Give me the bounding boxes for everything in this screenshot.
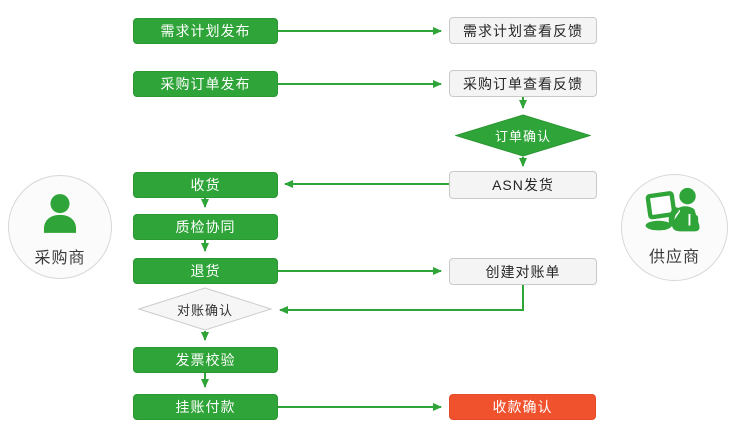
flow-node-asn-ship: ASN发货 bbox=[449, 171, 597, 199]
flow-node-po-publish: 采购订单发布 bbox=[133, 71, 278, 97]
flow-node-po-feedback: 采购订单查看反馈 bbox=[449, 70, 597, 97]
flow-node-demand-plan-publish: 需求计划发布 bbox=[133, 18, 278, 44]
flow-node-receive: 收货 bbox=[133, 172, 278, 198]
flow-node-invoice-check: 发票校验 bbox=[133, 347, 278, 373]
edge-statement-to-confirm bbox=[279, 285, 524, 314]
flow-node-receipt-confirm: 收款确认 bbox=[449, 394, 596, 420]
supplier-person-laptop-icon bbox=[644, 185, 706, 241]
flow-decision-statement-confirm-label: 对账确认 bbox=[176, 302, 233, 318]
flow-node-quality-collab: 质检协同 bbox=[133, 214, 278, 240]
flow-node-demand-plan-feedback: 需求计划查看反馈 bbox=[449, 17, 597, 44]
flow-node-create-statement: 创建对账单 bbox=[449, 258, 597, 285]
flow-decision-order-confirm-label: 订单确认 bbox=[494, 129, 551, 144]
flow-node-return-goods: 退货 bbox=[133, 258, 278, 284]
diamond-shape bbox=[138, 287, 272, 331]
diamond-shape bbox=[455, 114, 591, 157]
flow-decision-order-confirm: 订单确认 bbox=[455, 114, 591, 157]
actor-supplier-label: 供应商 bbox=[648, 249, 700, 266]
actor-buyer: 采购商 bbox=[8, 175, 112, 279]
flow-node-payment: 挂账付款 bbox=[133, 394, 278, 420]
actor-buyer-label: 采购商 bbox=[34, 250, 86, 267]
actor-supplier: 供应商 bbox=[621, 174, 728, 281]
flow-decision-statement-confirm: 对账确认 bbox=[138, 287, 272, 331]
buyer-person-icon bbox=[34, 186, 86, 242]
